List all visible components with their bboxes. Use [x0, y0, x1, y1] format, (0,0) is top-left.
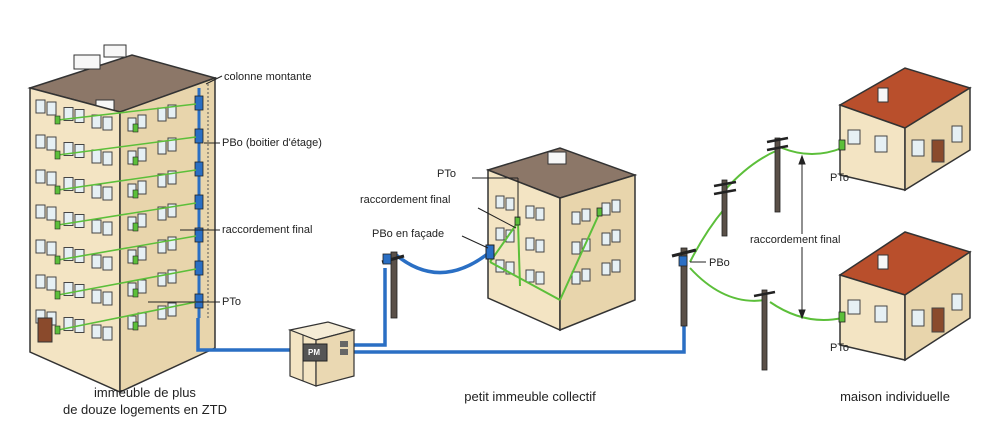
utility-pole-middle: [381, 251, 405, 319]
caption-houses: maison individuelle: [840, 389, 950, 404]
small-apartment-building: [485, 147, 638, 332]
caption-small-building: petit immeuble collectif: [464, 389, 596, 404]
caption-tall-building-line2: de douze logements en ZTD: [62, 402, 228, 417]
label-colonne-montante: colonne montante: [224, 71, 312, 83]
label-pbo-boitier: PBo (boitier d'étage): [222, 137, 322, 149]
label-pto-house-bottom: PTo: [830, 342, 849, 354]
caption-tall-building: immeuble de plus de douze logements en Z…: [40, 384, 250, 418]
pm-cabinet: [287, 321, 357, 387]
house-bottom: [838, 231, 972, 362]
label-pbo-pole: PBo: [709, 257, 730, 269]
label-pto-building: PTo: [222, 296, 241, 308]
label-pbo-facade: PBo en façade: [372, 228, 445, 240]
label-raccordement-final-houses: raccordement final: [750, 234, 841, 247]
leader-lines: [148, 75, 706, 303]
utility-poles-right: [671, 136, 789, 371]
aerial-drop-lines: [689, 147, 843, 321]
caption-tall-building-line1: immeuble de plus: [94, 385, 196, 400]
house-top: [838, 67, 972, 192]
tall-apartment-building: [27, 44, 218, 394]
label-pm: PM: [308, 348, 320, 357]
label-raccordement-final-small: raccordement final: [360, 194, 451, 206]
label-pto-small-building: PTo: [437, 168, 456, 180]
label-raccordement-final-building: raccordement final: [222, 224, 313, 236]
label-pto-house-top: PTo: [830, 172, 849, 184]
